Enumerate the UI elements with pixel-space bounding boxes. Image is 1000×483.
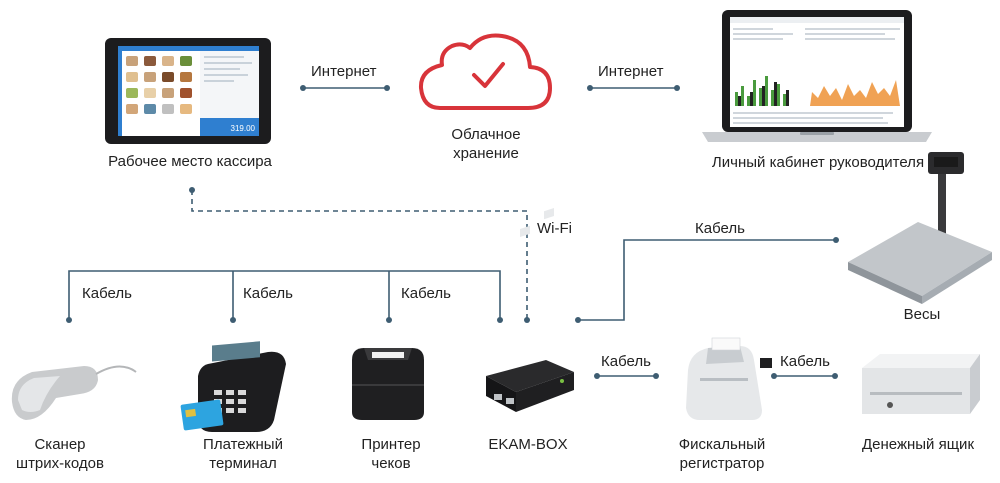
label-cashier-workstation: Рабочее место кассира bbox=[108, 153, 272, 170]
label-cash-drawer: Денежный ящик bbox=[861, 436, 975, 453]
connection-dots bbox=[66, 85, 839, 379]
label-fiscal-line2: регистратор bbox=[679, 455, 765, 472]
fiscal-registrar-icon bbox=[686, 337, 772, 420]
label-cable-cashbox: Кабель bbox=[780, 353, 830, 370]
cable-scales-line bbox=[578, 239, 836, 321]
label-scales: Весы bbox=[903, 306, 941, 323]
label-wifi: Wi-Fi bbox=[537, 220, 572, 237]
connection-lines bbox=[68, 87, 836, 377]
label-terminal-line2: терминал bbox=[209, 455, 277, 472]
barcode-scanner-icon bbox=[11, 365, 137, 420]
label-scanner-line1: Сканер bbox=[34, 436, 86, 453]
label-cloud-line1: Облачное bbox=[451, 126, 521, 143]
label-terminal-line1: Платежный bbox=[203, 436, 283, 453]
payment-terminal-icon bbox=[180, 341, 286, 432]
checkmark-icon bbox=[472, 62, 505, 88]
cloud-icon bbox=[418, 33, 552, 110]
label-cable-fiscal: Кабель bbox=[601, 353, 651, 370]
label-internet-right: Интернет bbox=[598, 63, 664, 80]
cash-drawer-icon bbox=[862, 354, 980, 414]
cable-bus-line bbox=[68, 270, 501, 320]
label-cloud-line2: хранение bbox=[453, 145, 519, 162]
label-printer-line2: чеков bbox=[371, 455, 411, 472]
label-cable-printer: Кабель bbox=[401, 285, 451, 302]
ekam-box-icon bbox=[486, 207, 574, 412]
tablet-icon: 319.00 bbox=[105, 38, 271, 144]
label-cable-scanner: Кабель bbox=[82, 285, 132, 302]
label-scanner-line2: штрих-кодов bbox=[16, 455, 104, 472]
laptop-icon bbox=[702, 10, 932, 142]
tablet-total: 319.00 bbox=[231, 124, 256, 133]
label-internet-left: Интернет bbox=[311, 63, 377, 80]
label-printer-line1: Принтер bbox=[361, 436, 421, 453]
receipt-printer-icon bbox=[352, 348, 424, 420]
label-manager-dashboard: Личный кабинет руководителя bbox=[711, 154, 925, 171]
wifi-line bbox=[191, 190, 528, 320]
label-cable-scales: Кабель bbox=[695, 220, 745, 237]
label-ekam-box: EKAM-BOX bbox=[488, 436, 568, 453]
scales-icon bbox=[848, 152, 992, 304]
label-cable-terminal: Кабель bbox=[243, 285, 293, 302]
label-fiscal-line1: Фискальный bbox=[678, 436, 766, 453]
